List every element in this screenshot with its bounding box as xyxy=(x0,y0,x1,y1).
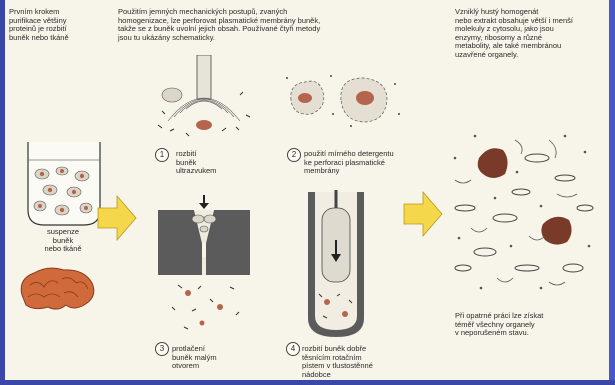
homogenate-illustration xyxy=(445,128,600,293)
step-number-4: 4 xyxy=(286,342,300,356)
step3-text: protlačení buněk malým otvorem xyxy=(172,345,252,371)
beaker-illustration xyxy=(22,140,107,228)
intro-text: Prvním krokem purifikace většiny protein… xyxy=(9,8,94,42)
detergent-illustration xyxy=(283,70,408,130)
step4-text: rozbití buněk dobře těsnícím rotačním pí… xyxy=(302,345,422,379)
suspension-label: suspenze buněk nebo tkáně xyxy=(33,228,93,254)
left-border xyxy=(0,0,5,385)
arrow-to-homogenate xyxy=(403,191,443,237)
organelles-text: Při opatrné práci lze získat téměř všech… xyxy=(455,312,605,338)
bottom-border xyxy=(0,380,615,385)
right-border xyxy=(609,0,615,385)
homogenate-text: Vzniklý hustý homogenát nebo extrakt obs… xyxy=(455,8,605,60)
methods-text: Použitím jemných mechanických postupů, z… xyxy=(118,8,388,42)
arrow-to-methods xyxy=(97,195,137,241)
step1-text: rozbití buněk ultrazvukem xyxy=(176,150,246,176)
brain-illustration xyxy=(14,265,99,315)
homogenizer-illustration xyxy=(305,190,367,340)
step-number-2: 2 xyxy=(287,148,301,162)
step-number-1: 1 xyxy=(155,148,169,162)
step2-text: použití mírného detergentu ke perforaci … xyxy=(304,150,424,176)
sonication-illustration xyxy=(150,55,260,140)
step-number-3: 3 xyxy=(155,342,169,356)
press-illustration xyxy=(158,195,250,335)
